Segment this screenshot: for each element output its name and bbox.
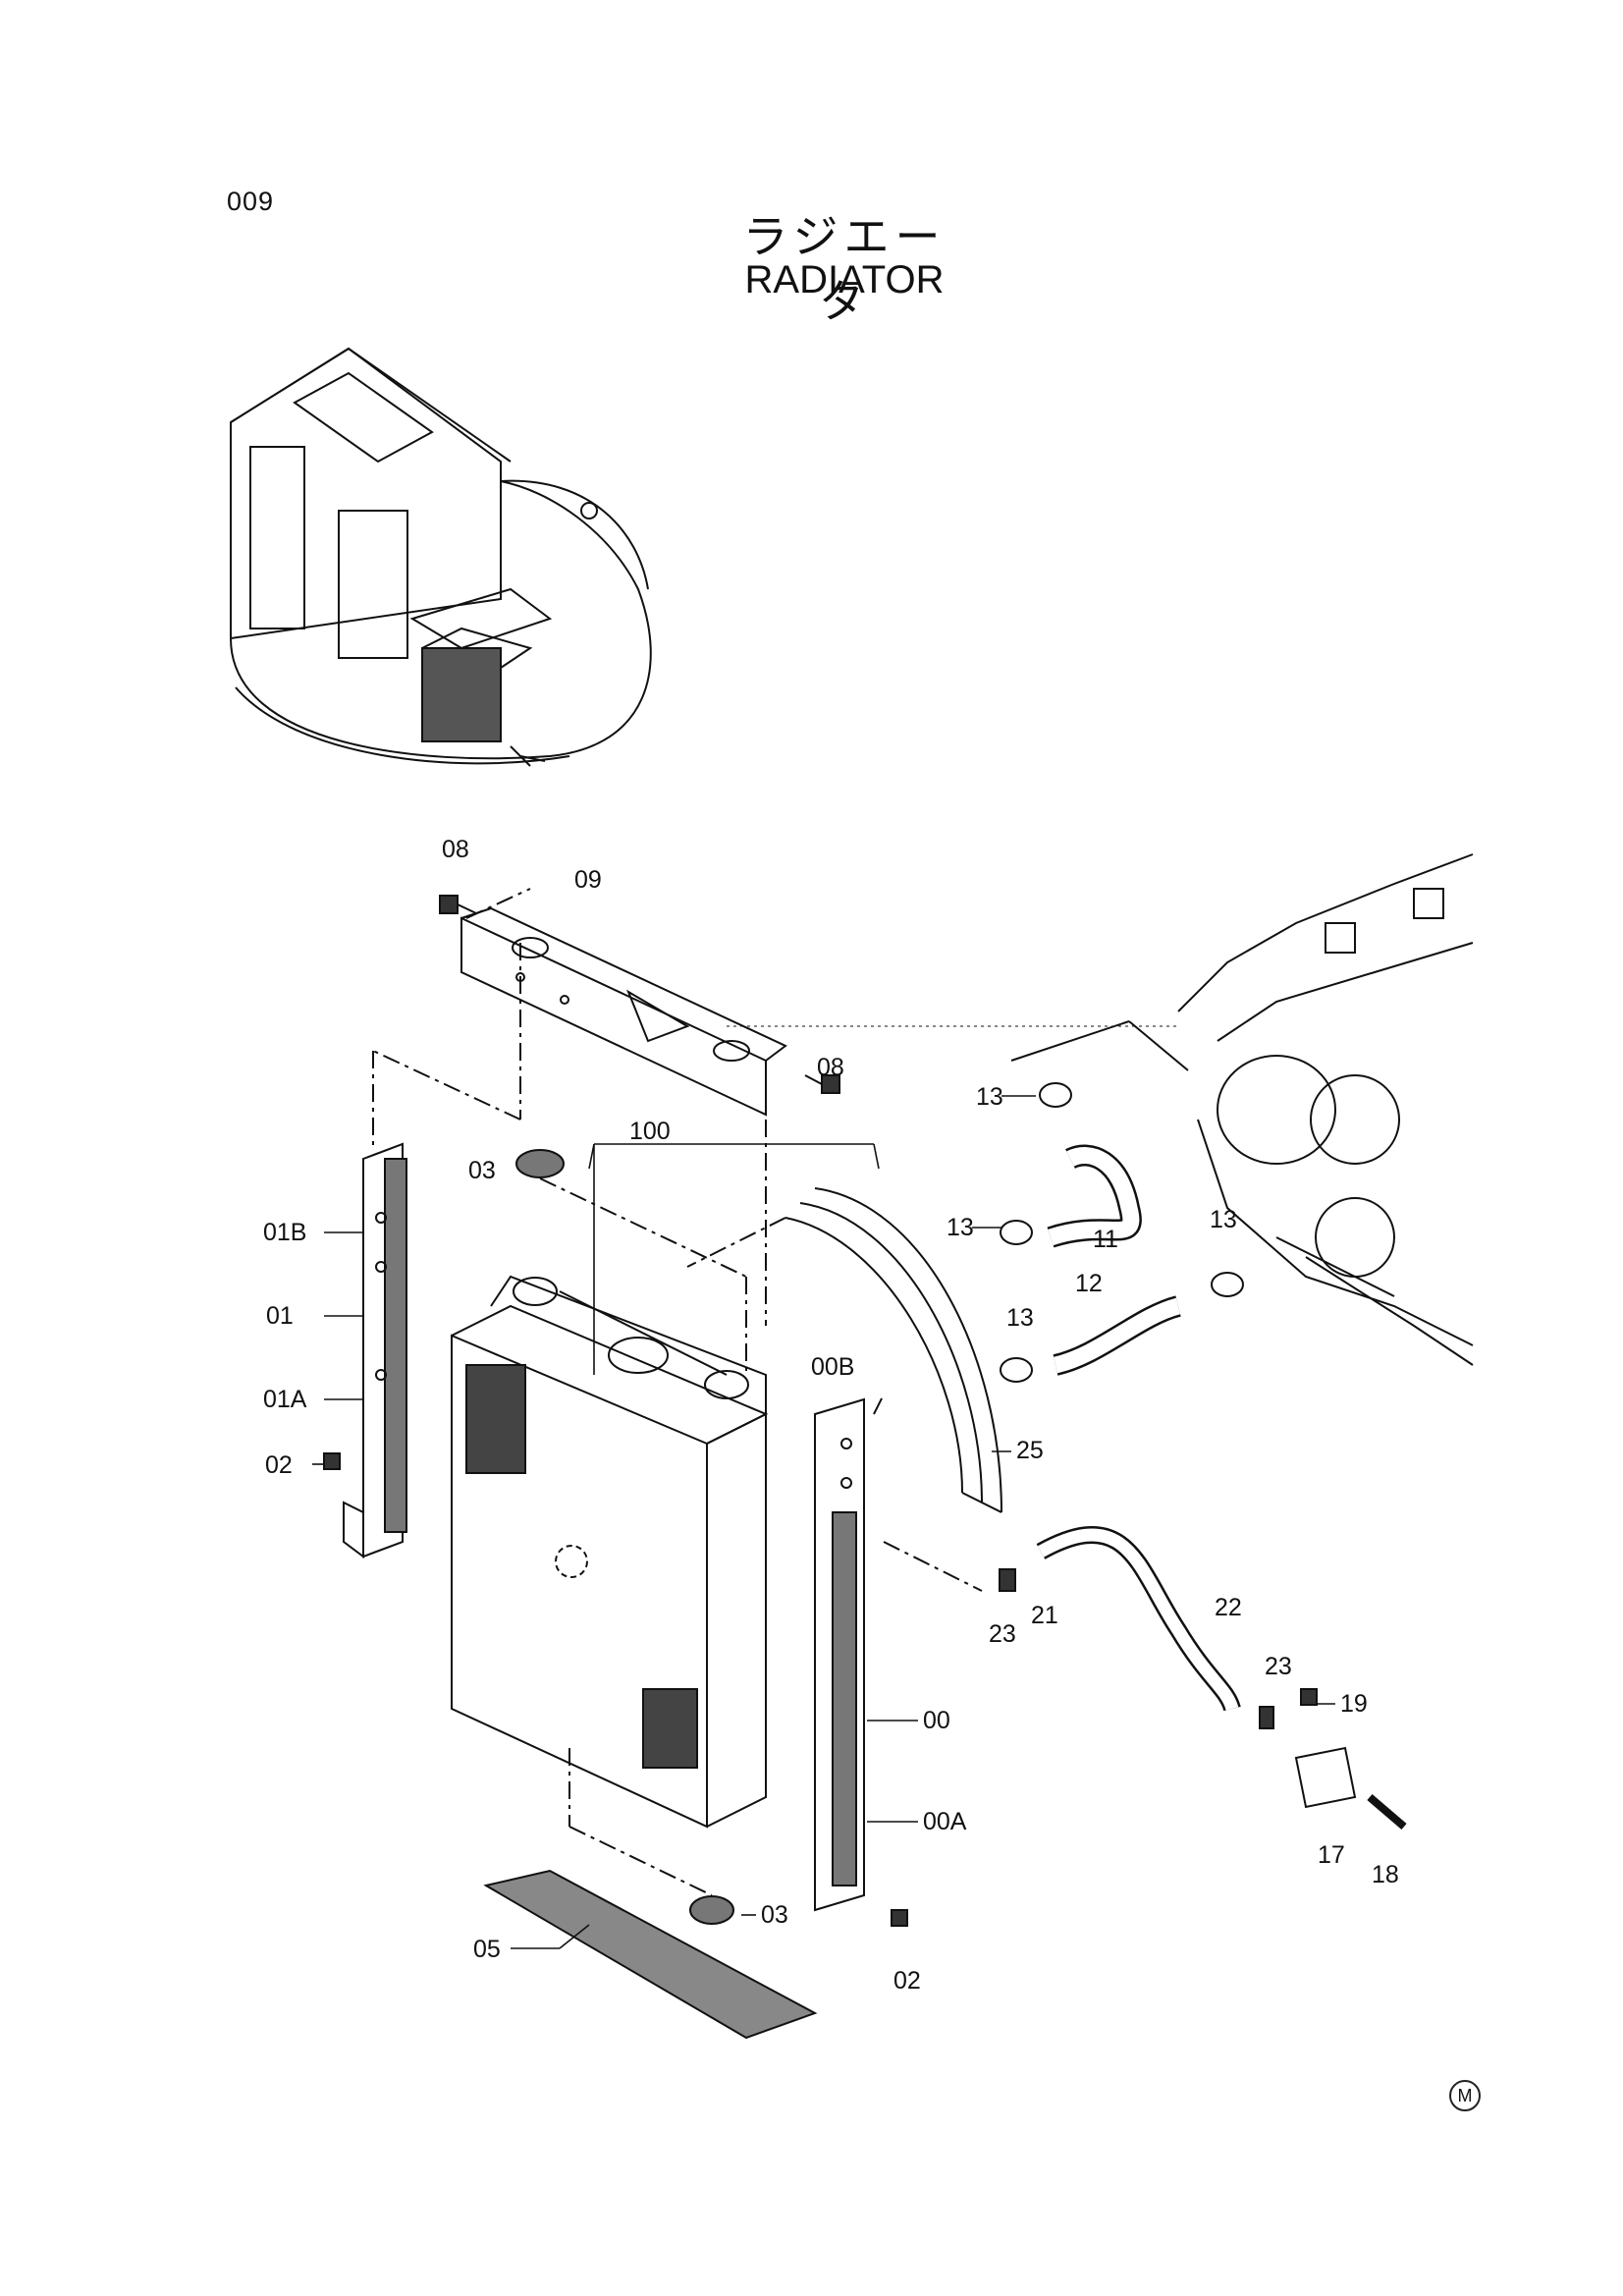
- callout-25: 25: [1016, 1437, 1044, 1464]
- callout-02: 02: [893, 1967, 921, 1995]
- engine-outline: [1177, 853, 1474, 1366]
- callout-08: 08: [817, 1054, 844, 1081]
- title-japanese: ラジエータ: [742, 210, 947, 328]
- callout-01A: 01A: [263, 1386, 307, 1413]
- callout-23: 23: [989, 1620, 1016, 1648]
- callout-09: 09: [574, 866, 602, 894]
- drain-valve: [999, 1568, 1407, 1831]
- callout-01: 01: [266, 1302, 294, 1330]
- callout-00: 00: [923, 1707, 950, 1734]
- engine-leader: [727, 1020, 1189, 1071]
- spacer-plate: [483, 1869, 818, 2040]
- hose-clamps: [1000, 1082, 1244, 1383]
- callout-08: 08: [442, 836, 469, 863]
- callout-19: 19: [1340, 1690, 1368, 1718]
- callout-13: 13: [976, 1083, 1003, 1111]
- callout-03: 03: [761, 1901, 788, 1929]
- callout-labels: 08 09 08 100 03 01B 01 01A 02 13 13 11 1…: [263, 836, 1399, 1995]
- radiator-core: [451, 1275, 769, 1829]
- callout-13: 13: [947, 1214, 974, 1241]
- bolt-08: [439, 895, 840, 1094]
- rubber-mount-lower: [689, 1895, 734, 1925]
- bolt-02: [323, 1452, 341, 1470]
- fan-shroud: [784, 1187, 1002, 1513]
- upper-bracket: [460, 906, 787, 1117]
- callout-22: 22: [1215, 1594, 1242, 1621]
- callout-01B: 01B: [263, 1219, 306, 1246]
- corner-mark: M: [1449, 2080, 1481, 2111]
- callout-100: 100: [629, 1118, 671, 1145]
- callout-13: 13: [1006, 1304, 1034, 1332]
- callout-leaders: [312, 1095, 1335, 1949]
- callout-11: 11: [1093, 1226, 1118, 1253]
- machine-overview: [230, 347, 652, 767]
- callout-18: 18: [1372, 1861, 1399, 1888]
- side-plate-left: [343, 1142, 407, 1558]
- callout-21: 21: [1031, 1602, 1058, 1629]
- side-plate-right: [814, 1397, 865, 1912]
- hoses: [1036, 1144, 1241, 1712]
- callout-17: 17: [1318, 1841, 1345, 1869]
- callout-23: 23: [1265, 1653, 1292, 1680]
- callout-12: 12: [1075, 1270, 1103, 1297]
- callout-00A: 00A: [923, 1808, 967, 1835]
- title-english: RADIATOR: [744, 258, 945, 301]
- leader-lines: [372, 888, 983, 1896]
- callout-13: 13: [1210, 1206, 1237, 1233]
- callout-05: 05: [473, 1936, 501, 1963]
- callout-02: 02: [265, 1451, 293, 1479]
- callout-00B: 00B: [811, 1353, 854, 1381]
- callout-03: 03: [468, 1157, 496, 1184]
- rubber-mount-upper: [515, 1149, 565, 1178]
- bolt-02-lower: [891, 1909, 908, 1927]
- page-number: 009: [227, 187, 275, 216]
